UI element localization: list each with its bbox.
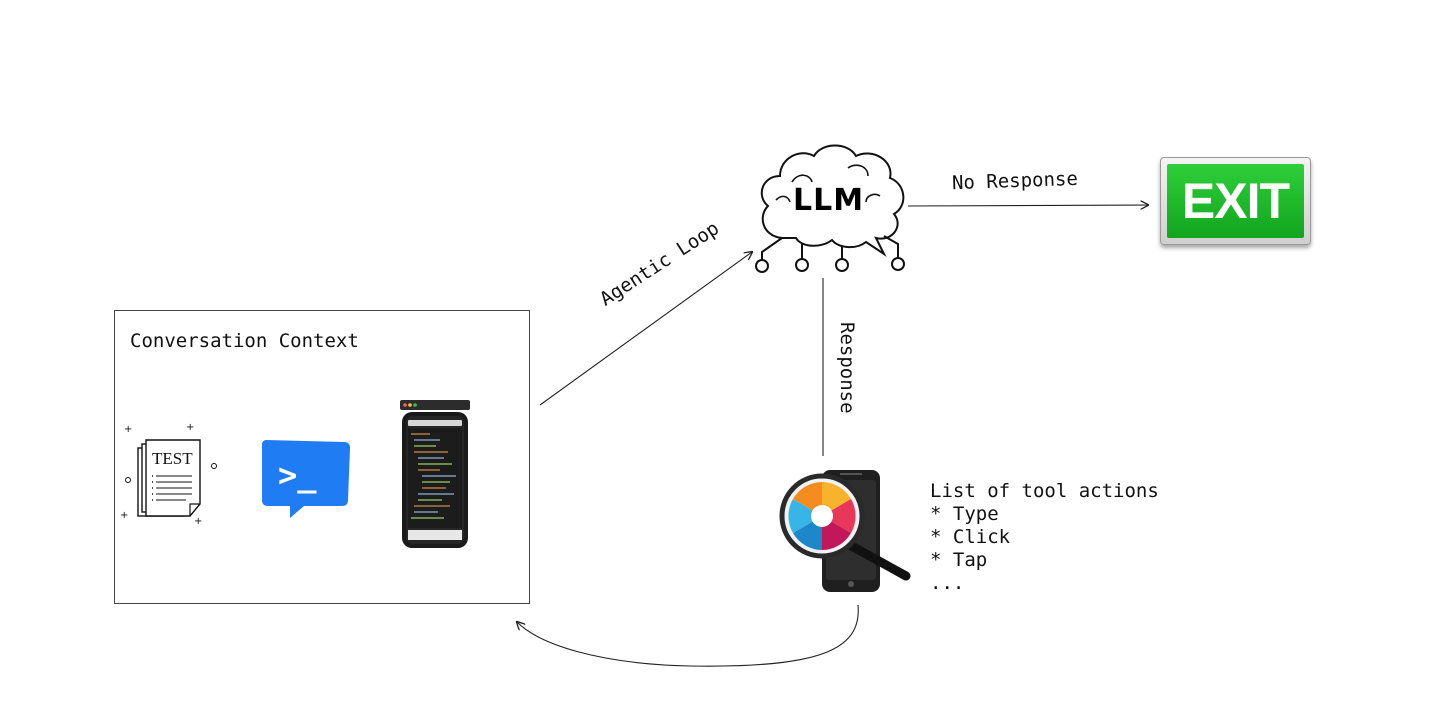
tool-actions-list: List of tool actions * Type * Click * Ta…: [930, 480, 1159, 595]
svg-text:+: +: [194, 516, 202, 526]
svg-text:+: +: [124, 424, 132, 435]
response-label: Response: [836, 322, 858, 414]
tool-inspector-icon: [779, 470, 911, 592]
conversation-context-box: [114, 310, 530, 604]
tool-action-item: * Click: [930, 526, 1011, 548]
svg-text:+: +: [120, 510, 128, 521]
llm-label: LLM: [793, 183, 864, 218]
svg-text:+: +: [186, 422, 194, 433]
agentic-loop-edge: [539, 252, 752, 406]
conversation-context-title: Conversation Context: [130, 330, 359, 352]
no-response-label: No Response: [951, 167, 1079, 195]
llm-brain-icon: LLM: [755, 144, 905, 273]
test-document-label: TEST: [152, 449, 193, 468]
tool-action-item: * Tap: [930, 549, 988, 571]
terminal-prompt: >_: [278, 456, 317, 494]
tool-action-item: * Type: [930, 503, 999, 525]
tool-action-item: ...: [930, 572, 965, 594]
test-document-icon: + + + + TEST: [120, 422, 217, 526]
exit-label: EXIT: [1167, 164, 1304, 238]
exit-sign: EXIT: [1160, 157, 1311, 245]
tool-actions-heading: List of tool actions: [930, 480, 1159, 502]
return-edge: [517, 604, 859, 667]
phone-screenshot-icon: [400, 400, 470, 548]
terminal-chat-icon: >_: [262, 440, 350, 518]
no-response-edge: [907, 205, 1148, 206]
